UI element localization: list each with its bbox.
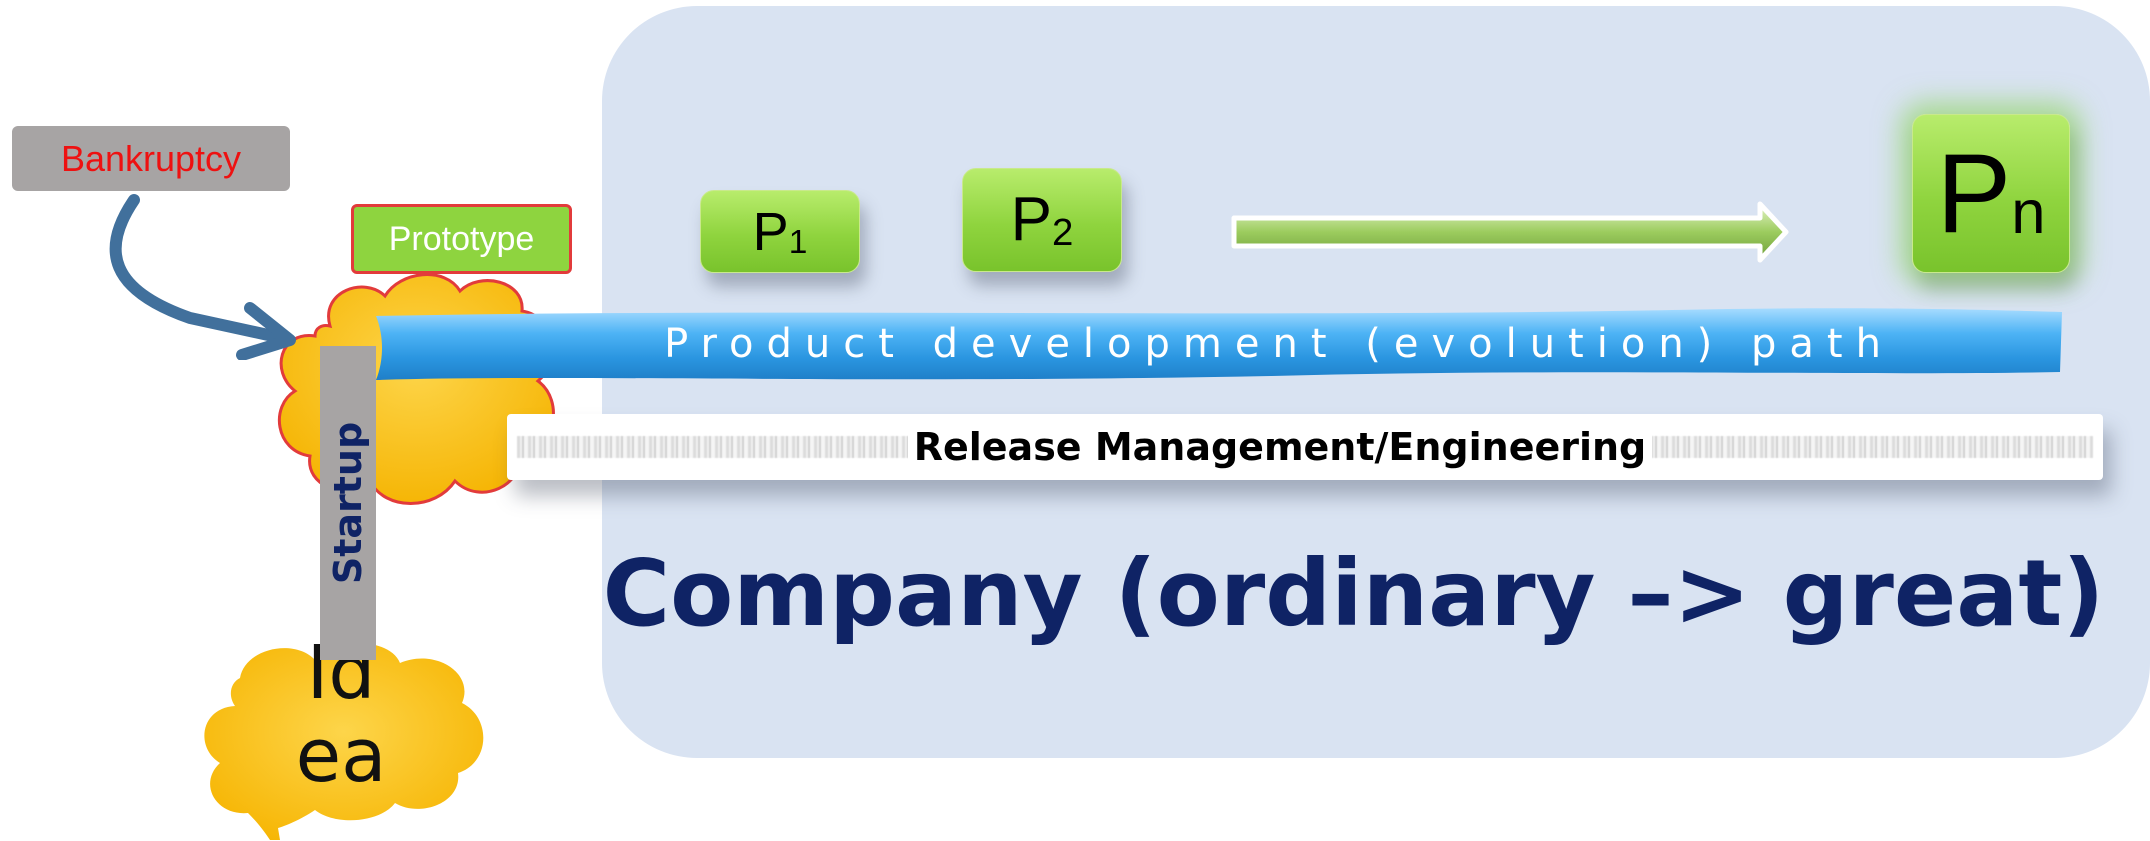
prototype-box: Prototype: [351, 204, 572, 274]
prototype-label: Prototype: [388, 219, 535, 258]
startup-bar: Startup: [320, 346, 376, 660]
evolution-arrow-icon: [1231, 201, 1789, 263]
development-path-ribbon: [376, 308, 2062, 380]
release-management-label: Release Management/Engineering: [907, 425, 1653, 469]
product-p1-letter: P: [752, 201, 789, 262]
company-panel: [602, 6, 2150, 758]
idea-cloud: [204, 643, 484, 840]
bankruptcy-arrow-icon: [109, 194, 296, 360]
company-label: Company (ordinary –> great): [602, 540, 2105, 647]
product-p1-subscript: 1: [788, 224, 808, 262]
product-pn-letter: P: [1936, 130, 2012, 256]
product-p2-subscript: 2: [1051, 211, 1074, 255]
product-p2-letter: P: [1010, 185, 1052, 254]
bankruptcy-label: Bankruptcy: [60, 137, 242, 179]
release-management-bar: Release Management/Engineering: [507, 414, 2103, 480]
bankruptcy-box: Bankruptcy: [12, 126, 290, 191]
product-pn-subscript: n: [2011, 178, 2046, 248]
startup-label: Startup: [326, 421, 370, 585]
idea-label-line2: ea: [295, 712, 387, 799]
development-path-label: Product development (evolution) path: [664, 321, 1894, 367]
